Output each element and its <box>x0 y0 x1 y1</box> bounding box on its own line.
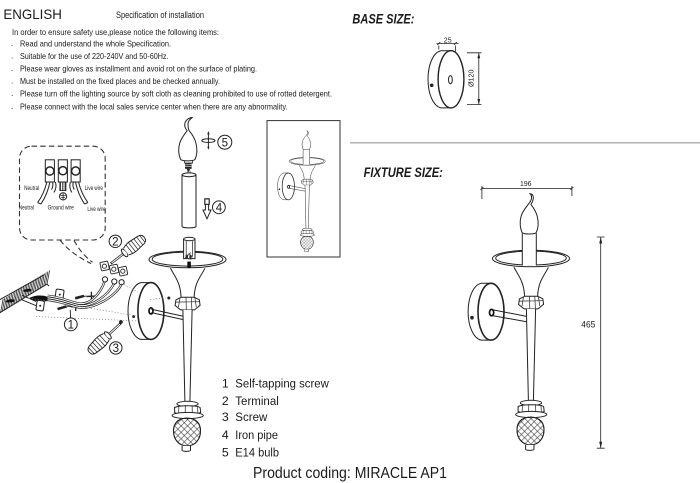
svg-text:4: 4 <box>216 202 223 214</box>
svg-text:Ø120: Ø120 <box>466 70 475 88</box>
svg-text:Please connect with the local: Please connect with the local sales serv… <box>20 102 288 112</box>
svg-text:3: 3 <box>113 343 119 355</box>
svg-text:BASE SIZE:: BASE SIZE: <box>352 11 414 26</box>
svg-text:Suitable for the use of 220-24: Suitable for the use of 220-240V and 50-… <box>20 51 169 61</box>
svg-text:1: 1 <box>222 377 229 391</box>
svg-text:Iron pipe: Iron pipe <box>235 428 278 442</box>
svg-text:.: . <box>11 101 13 111</box>
svg-text:.: . <box>11 76 13 86</box>
svg-text:In order to ensure safety use,: In order to ensure safety use,please not… <box>12 27 219 37</box>
svg-text:Self-tapping screw: Self-tapping screw <box>235 377 329 391</box>
svg-text:Live wire: Live wire <box>87 206 106 213</box>
svg-text:196: 196 <box>520 179 532 188</box>
svg-text:E14 bulb: E14 bulb <box>235 446 279 460</box>
svg-text:465: 465 <box>581 320 595 330</box>
svg-text:Read and understand the whole: Read and understand the whole Specificat… <box>20 39 171 49</box>
svg-text:.: . <box>11 38 13 48</box>
svg-text:Please wear gloves as installm: Please wear gloves as installment and av… <box>20 64 257 74</box>
svg-text:.: . <box>11 63 13 73</box>
svg-text:ENGLISH: ENGLISH <box>3 6 62 22</box>
svg-text:2: 2 <box>222 394 229 408</box>
svg-text:25: 25 <box>444 36 452 45</box>
svg-text:FIXTURE SIZE:: FIXTURE SIZE: <box>364 165 443 180</box>
svg-text:Screw: Screw <box>235 410 267 424</box>
svg-text:Live wire: Live wire <box>85 185 104 192</box>
svg-text:4: 4 <box>222 428 229 442</box>
svg-text:Neutral: Neutral <box>19 205 34 212</box>
svg-text:Specification of installation: Specification of installation <box>116 10 204 20</box>
svg-text:.: . <box>11 51 13 61</box>
svg-text:Terminal: Terminal <box>235 394 278 408</box>
svg-text:Neutral: Neutral <box>24 185 39 192</box>
svg-text:5: 5 <box>222 137 228 149</box>
svg-text:Product coding: MIRACLE AP1: Product coding: MIRACLE AP1 <box>253 465 447 482</box>
svg-text:Please turn off the lighting s: Please turn off the lighting source by s… <box>20 89 332 99</box>
svg-text:2: 2 <box>112 236 118 248</box>
svg-text:3: 3 <box>222 410 229 424</box>
svg-text:5: 5 <box>222 446 229 460</box>
svg-text:Must be installed on the fixed: Must be installed on the fixed places an… <box>20 76 220 86</box>
svg-text:1: 1 <box>68 320 74 332</box>
svg-text:Ground wire: Ground wire <box>48 205 75 212</box>
svg-text:.: . <box>11 88 13 98</box>
